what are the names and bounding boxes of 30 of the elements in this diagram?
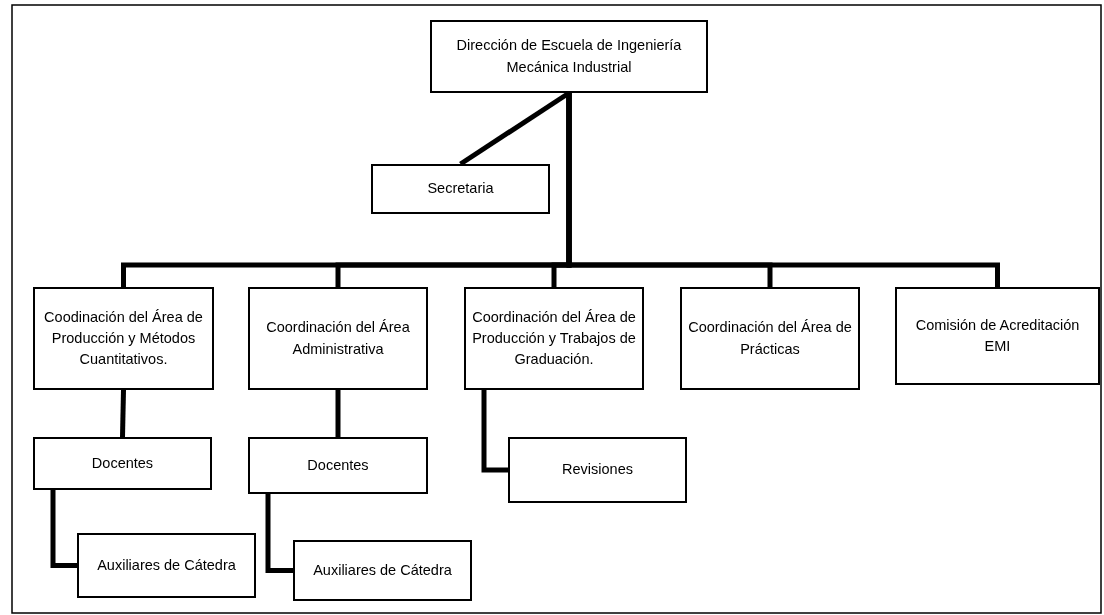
org-box (248, 437, 428, 494)
box-label: Secretaria (427, 179, 494, 199)
box-label: Docentes (91, 454, 154, 473)
org-box (680, 287, 860, 390)
connector-line (481, 390, 508, 473)
org-box (248, 287, 428, 390)
connector-line (265, 494, 293, 573)
org-box (33, 287, 214, 390)
org-box (77, 533, 256, 598)
org-box (895, 287, 1100, 385)
org-box (33, 437, 212, 490)
box-label: Coordinación del Área Administrativa (265, 318, 411, 359)
box-label: Docentes (307, 456, 369, 475)
org-box (464, 287, 644, 390)
org-box (371, 164, 550, 214)
box-label: Revisiones (562, 460, 633, 480)
org-box (508, 437, 687, 503)
box-label: Auxiliares de Cátedra (313, 561, 452, 580)
connector-line (120, 389, 126, 438)
box-label: Dirección de Escuela de Ingeniería Mecánica Industrial (455, 36, 683, 77)
box-label: Coodinación del Área de Producción y Métodos Cuantitativos. (43, 307, 204, 369)
box-label: Auxiliares de Cátedra (97, 556, 236, 575)
box-label: Coordinación del Área de Producción y Trabajos de Graduación. (471, 307, 637, 369)
box-label: Comisión de Acreditación EMI (914, 316, 1081, 356)
connector-line (335, 390, 341, 437)
org-box (430, 20, 708, 93)
connector-line (50, 490, 77, 568)
org-box (293, 540, 472, 601)
connector-line (566, 93, 1000, 287)
box-label: Coordinación del Área de Prácticas (687, 318, 853, 359)
